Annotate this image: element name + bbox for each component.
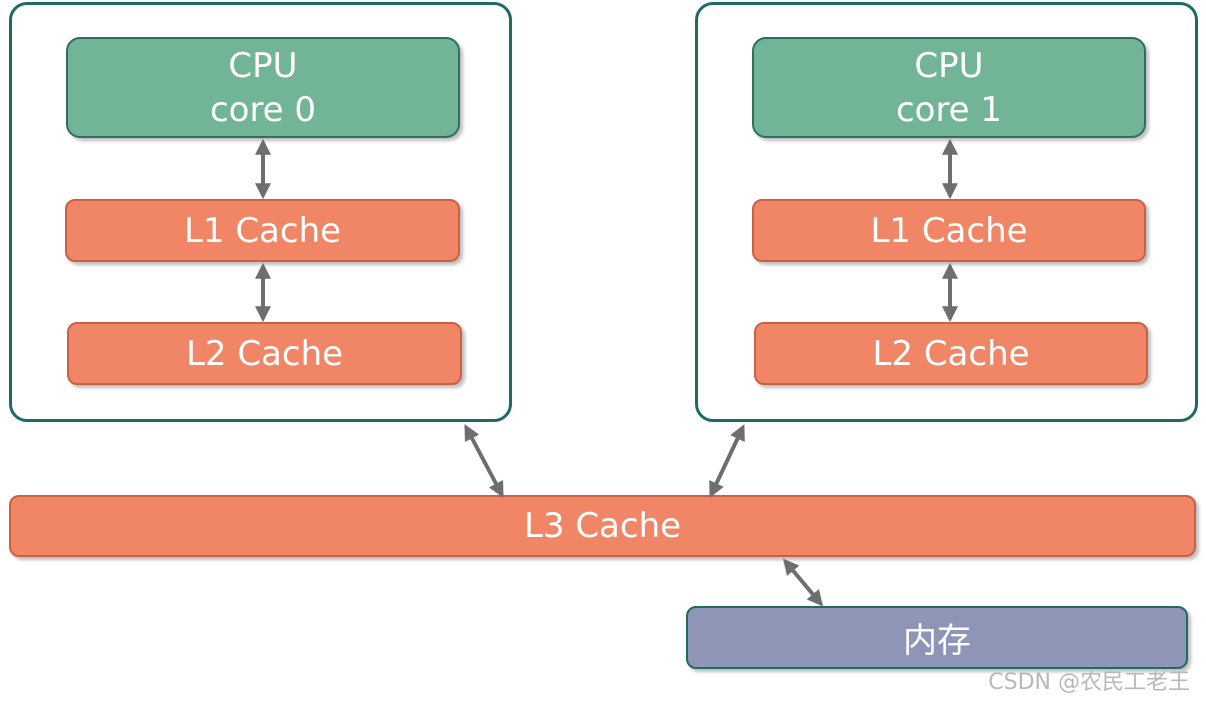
core-0-cpu-box: CPU core 0 <box>66 37 460 138</box>
core-0-l2-cache-label: L2 Cache <box>185 333 344 374</box>
core-1-l2-cache-box: L2 Cache <box>754 322 1148 385</box>
l3-cache-label: L3 Cache <box>523 506 682 546</box>
core-1-cpu-box: CPU core 1 <box>752 37 1146 138</box>
l3-cache-box: L3 Cache <box>9 495 1196 557</box>
memory-box: 内存 <box>686 606 1188 669</box>
core-0-cpu-label: CPU <box>228 45 298 86</box>
core-1-l1-cache-label: L1 Cache <box>870 210 1028 251</box>
core-0-l1-cache-label: L1 Cache <box>183 210 342 251</box>
core-1-l1-cache-box: L1 Cache <box>752 199 1146 262</box>
core-0-l3-arrow <box>464 424 504 498</box>
core-0-l1-cache-box: L1 Cache <box>65 199 460 262</box>
l3-memory-arrow <box>782 558 824 607</box>
core-0-l2-cache-box: L2 Cache <box>67 322 462 385</box>
core-1-l2-cache-label: L2 Cache <box>872 333 1030 374</box>
core-1-cpu-sublabel: core 1 <box>895 89 1003 130</box>
core-0-cpu-sublabel: core 0 <box>209 89 317 130</box>
memory-label: 内存 <box>903 621 971 661</box>
watermark: CSDN @农民工老王 <box>988 670 1190 695</box>
core-1-l3-arrow <box>709 424 745 498</box>
core-1-cpu-label: CPU <box>914 45 984 86</box>
